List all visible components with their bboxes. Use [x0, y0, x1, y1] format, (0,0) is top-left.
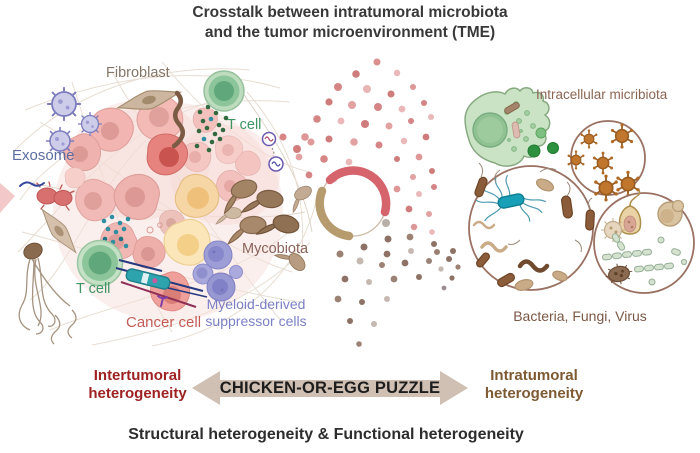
spore-chain-icons [601, 232, 688, 286]
t-cell-bottom-label: T cell [76, 281, 111, 297]
exosome-label: Exosome [12, 147, 75, 164]
phage-icons [261, 131, 284, 172]
mdsc-label: Myeloid-derived suppressor cells [188, 296, 324, 329]
yeast-icon [657, 199, 685, 227]
worm-microbe-icon [171, 90, 185, 149]
figure-title-line2: and the tumor microenvironment (TME) [204, 23, 496, 41]
flagellated-bacterium-icon [18, 242, 77, 345]
stromal-yellow-cells [158, 167, 227, 272]
intertumoral-line1: Intertumoral [93, 367, 182, 384]
flagellated-teal-bacterium-icon [475, 174, 547, 222]
intratumoral-line1: Intratumoral [490, 367, 578, 384]
mycobiota-label: Mycobiota [242, 241, 309, 257]
intertumoral-heterogeneity-label: Intertumoral heterogeneity [70, 367, 205, 402]
arrow-body [218, 379, 442, 397]
bacteria-circle [468, 162, 595, 291]
virus-circle [566, 120, 646, 203]
tumor-mass [0, 70, 318, 345]
brown-microbe-dots [334, 233, 461, 347]
t-cell-icon-bottom [76, 239, 124, 287]
mdsc-label-line2: suppressor cells [205, 312, 307, 329]
arrow-left-head-icon [192, 371, 220, 405]
intertumoral-line2: heterogeneity [88, 384, 187, 402]
flask-fungus-icon [618, 189, 642, 235]
comma-bacteria-icons [514, 178, 568, 291]
footer-heterogeneity-label: Structural heterogeneity & Functional he… [128, 426, 524, 443]
infected-cell-icon [464, 87, 559, 167]
fungi-circle [593, 189, 695, 294]
pink-microbe-dots [279, 58, 437, 235]
spiral-bacteria-icons [472, 220, 550, 273]
mdsc-label-line1: Myeloid-derived [206, 296, 306, 312]
t-cell-top-label: T cell [227, 117, 262, 133]
chicken-or-egg-arrow: CHICKEN-OR-EGG PUZZLE [192, 371, 468, 405]
bacteria-flagella-lines [478, 162, 593, 253]
intratumoral-heterogeneity-label: Intratumoral heterogeneity [464, 367, 604, 402]
intracellular-microbiota-label: Intracellular micribiota [536, 87, 668, 102]
rod-bacteria-icons [474, 176, 595, 288]
microbe-types-label: Bacteria, Fungi, Virus [513, 308, 647, 324]
fibroblast-label: Fibroblast [106, 65, 170, 81]
mdsc-cell-icons [192, 240, 243, 302]
figure-title-line1: Crosstalk between intratumoral microbiot… [192, 4, 508, 21]
arrow-right-head-icon [440, 371, 468, 405]
fibroblast-icons [35, 82, 183, 258]
spiky-spore-icon [605, 263, 633, 285]
red-bacteria-icon [0, 181, 75, 213]
plasmid-ring-icon [315, 166, 391, 241]
t-cell-icon-top [203, 70, 245, 112]
cancer-cell-label: Cancer cell [126, 314, 202, 331]
figure-title: Crosstalk between intratumoral microbiot… [0, 3, 700, 42]
syringe-icon [115, 259, 208, 308]
intratumoral-line2: heterogeneity [484, 384, 584, 402]
chicken-or-egg-label: CHICKEN-OR-EGG PUZZLE [219, 379, 441, 397]
